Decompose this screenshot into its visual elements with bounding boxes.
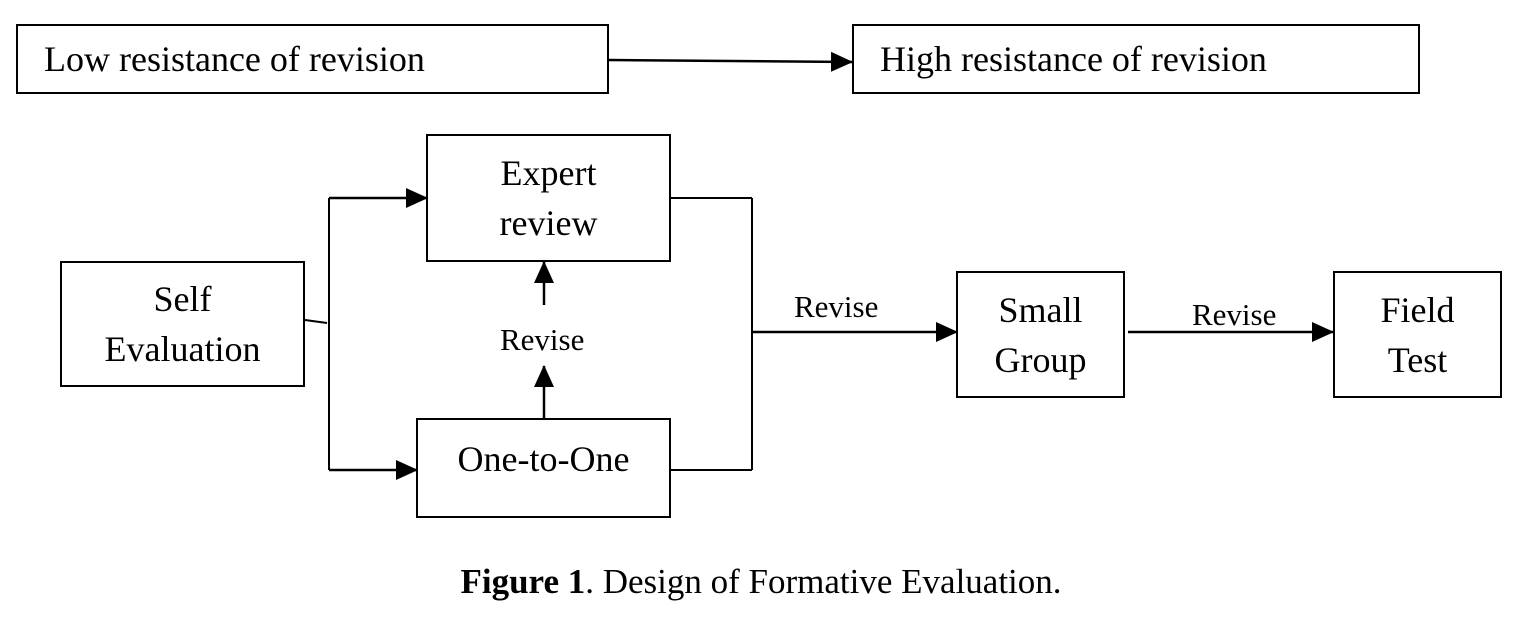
revise-label-to-field-test: Revise <box>1192 297 1277 332</box>
figure-caption-text: . Design of Formative Evaluation. <box>585 562 1062 601</box>
one-to-one-box: One-to-One <box>416 418 671 518</box>
self-evaluation-connector <box>304 319 328 324</box>
revise-label-to-small-group: Revise <box>794 289 879 324</box>
resistance-scale-arrow <box>607 51 853 72</box>
field-test-line-2: Test <box>1387 339 1448 380</box>
small-group-box: Small Group <box>956 271 1125 398</box>
small-group-line-1: Small <box>998 289 1083 330</box>
self-evaluation-line-1: Self <box>153 279 212 319</box>
high-resistance-box: High resistance of revision <box>852 24 1420 94</box>
figure-caption: Figure 1. Design of Formative Evaluation… <box>0 560 1522 604</box>
small-group-line-2: Group <box>994 339 1087 380</box>
figure-number: Figure 1 <box>460 562 586 601</box>
self-evaluation-box: Self Evaluation <box>60 261 305 387</box>
expert-review-box: Expert review <box>426 134 671 262</box>
field-test-line-1: Field <box>1380 289 1455 330</box>
expert-review-line-2: review <box>499 203 598 243</box>
low-resistance-label: Low resistance of revision <box>44 39 425 79</box>
low-resistance-box: Low resistance of revision <box>16 24 609 94</box>
self-evaluation-line-2: Evaluation <box>104 329 261 369</box>
revise-label-vertical: Revise <box>500 322 585 357</box>
expert-review-line-1: Expert <box>500 153 597 193</box>
one-to-one-label: One-to-One <box>457 439 630 479</box>
field-test-box: Field Test <box>1333 271 1502 398</box>
high-resistance-label: High resistance of revision <box>880 39 1267 79</box>
